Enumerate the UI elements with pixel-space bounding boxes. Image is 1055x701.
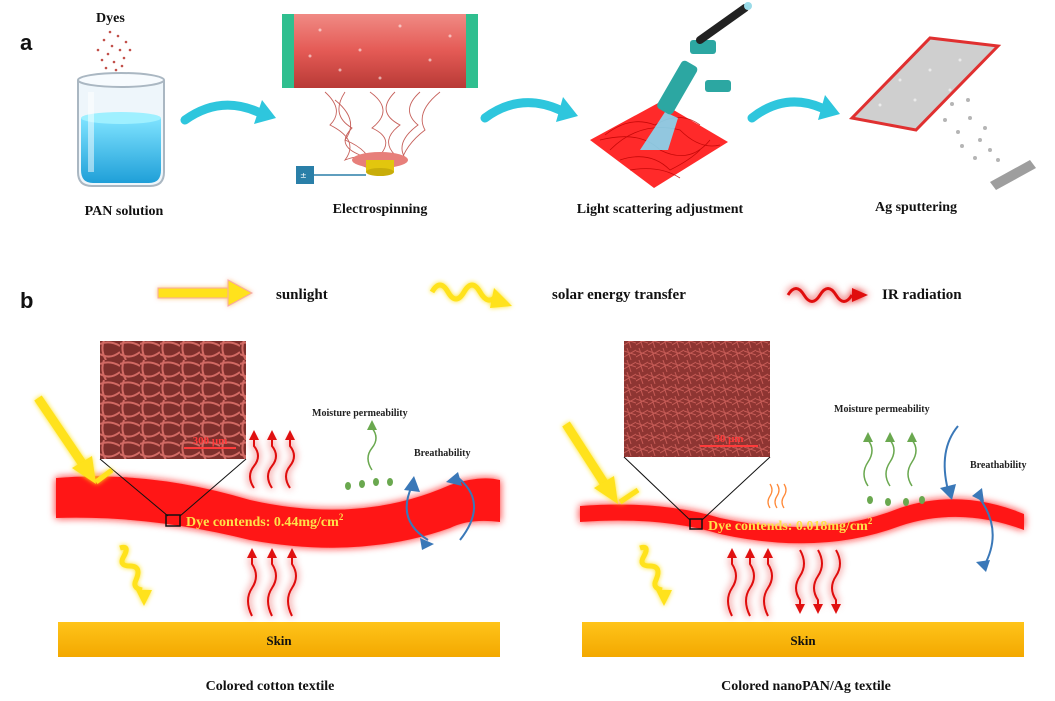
step-label-electrospinning: Electrospinning	[333, 202, 428, 217]
dyes-label: Dyes	[96, 11, 125, 26]
breath-arrowhead-left-2	[420, 538, 434, 550]
breath-arrows-left	[405, 475, 475, 541]
sunlight-arrow-left	[34, 395, 114, 484]
dye-particles	[96, 30, 132, 72]
panel-a-letter: a	[20, 30, 33, 55]
breath-arrowhead-left-3	[446, 472, 462, 486]
process-arrow-2	[480, 98, 565, 123]
ir-down-arrows-right	[795, 549, 841, 606]
ir-down-arrowheads-right	[795, 604, 841, 614]
process-arrow-1	[180, 100, 263, 125]
ir-up-arrows-top-left	[249, 438, 295, 489]
process-arrow-3-head	[818, 95, 840, 120]
panel-b-letter: b	[20, 288, 33, 313]
legend-ir-arrow	[786, 287, 868, 303]
ir-up-arrowheads-top-left	[249, 430, 295, 440]
moisture-arrow-left	[367, 427, 377, 471]
moisture-label-right: Moisture permeability	[834, 404, 930, 415]
power-supply-icon	[296, 166, 314, 184]
zoom-box-left	[165, 514, 181, 527]
moisture-label-left: Moisture permeability	[312, 408, 408, 419]
legend-sunlight-label: sunlight	[276, 287, 328, 303]
ir-up-arrows-bottom-left	[247, 556, 297, 617]
moisture-arrowheads-right	[863, 432, 917, 442]
ir-up-arrowheads-right	[727, 548, 773, 558]
moisture-arrowhead-left	[367, 420, 377, 430]
dye-content-left: Dye contends: 0.44mg/cm2	[186, 512, 344, 530]
breath-arrowhead-right-2	[972, 488, 984, 502]
zoom-line-left-a	[99, 458, 169, 517]
breath-arrowhead-right-1	[940, 484, 956, 500]
caption-nanopan: Colored nanoPAN/Ag textile	[721, 679, 891, 694]
skin-label-left: Skin	[266, 633, 292, 648]
sputter-particles	[943, 98, 1000, 162]
caption-cotton: Colored cotton textile	[206, 679, 335, 694]
step-label-ag-sputtering: Ag sputtering	[875, 200, 957, 215]
spinneret	[352, 152, 408, 176]
zoom-line-left-b	[179, 458, 247, 517]
solar-transfer-arrow-right	[639, 544, 672, 606]
electrospinning-drum	[282, 14, 478, 88]
process-arrow-2-head	[556, 97, 578, 122]
breath-label-left: Breathability	[414, 448, 470, 459]
sunlight-arrow-right	[562, 421, 640, 505]
step-label-pan-solution: PAN solution	[85, 204, 164, 219]
legend-solar-transfer-arrow	[429, 282, 512, 308]
legend-solar-transfer-label: solar energy transfer	[552, 287, 686, 303]
legend-sunlight-arrow	[157, 279, 254, 307]
solar-transfer-arrow-left	[119, 544, 152, 606]
ag-sputtered-sheet	[848, 36, 1002, 132]
zoom-box-right	[689, 518, 703, 530]
breath-arrows-right	[943, 425, 994, 567]
process-arrow-3	[747, 97, 827, 123]
sputter-target	[990, 160, 1036, 190]
sem-image-cotton	[100, 341, 246, 459]
scale-label-left: 300 μm	[193, 435, 228, 447]
moisture-arrows-right	[863, 439, 917, 487]
power-supply-symbol: ±	[300, 171, 307, 180]
zoom-line-right-a	[623, 456, 691, 521]
moisture-droplets-right	[867, 496, 925, 506]
nanopan-fabric-layer	[580, 499, 1024, 544]
legend-ir-label: IR radiation	[882, 287, 962, 303]
skin-layer-right	[582, 622, 1024, 657]
sem-image-nanopan	[624, 341, 770, 457]
beaker-icon	[77, 72, 165, 187]
spray-gun-icon	[640, 2, 752, 150]
breath-label-right: Breathability	[970, 460, 1026, 471]
step-label-light-scattering: Light scattering adjustment	[577, 202, 744, 217]
skin-layer-left	[58, 622, 500, 657]
process-arrow-1-head	[254, 100, 276, 124]
ir-up-arrowheads-bottom-left	[247, 548, 297, 558]
cotton-fabric-layer	[56, 476, 500, 548]
breath-arrowhead-right-3	[976, 560, 990, 572]
dye-content-right: Dye contends: 0.018mg/cm2	[708, 516, 873, 534]
heat-wave-icon	[767, 483, 787, 509]
zoom-line-right-b	[701, 456, 771, 521]
skin-label-right: Skin	[790, 633, 816, 648]
ir-up-arrows-right	[727, 556, 773, 617]
scale-label-right: 30 μm	[714, 433, 743, 445]
moisture-droplets-left	[345, 478, 393, 490]
breath-arrowhead-left-1	[404, 476, 420, 492]
